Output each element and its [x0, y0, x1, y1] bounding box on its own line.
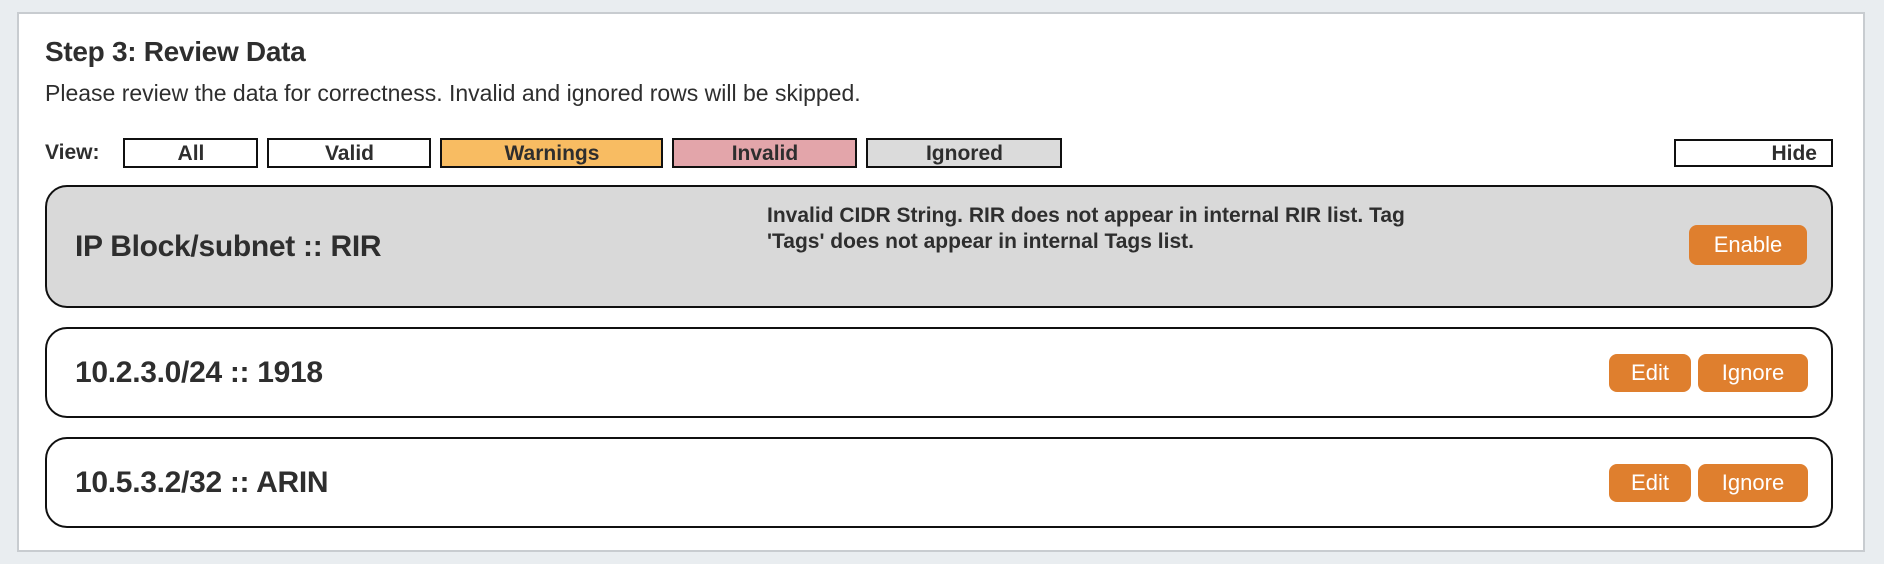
view-label: View: [45, 141, 100, 164]
header-row: IP Block/subnet :: RIR Invalid CIDR Stri… [45, 185, 1833, 308]
edit-button[interactable]: Edit [1609, 463, 1691, 502]
edit-button[interactable]: Edit [1609, 353, 1691, 392]
review-panel: Step 3: Review Data Please review the da… [17, 12, 1865, 552]
view-filter-valid[interactable]: Valid [267, 138, 432, 168]
header-row-label: IP Block/subnet :: RIR [75, 229, 382, 263]
view-filter-bar: View: All Valid Warnings Invalid Ignored… [45, 138, 1833, 168]
row-actions: Edit Ignore [1609, 463, 1808, 502]
data-row-label: 10.5.3.2/32 :: ARIN [75, 465, 329, 499]
hide-button[interactable]: Hide [1674, 139, 1833, 167]
row-actions: Edit Ignore [1609, 353, 1808, 392]
view-filter-warnings[interactable]: Warnings [440, 138, 664, 168]
header-row-warning: Invalid CIDR String. RIR does not appear… [767, 204, 1405, 253]
data-row: 10.2.3.0/24 :: 1918 Edit Ignore [45, 327, 1833, 418]
data-row: 10.5.3.2/32 :: ARIN Edit Ignore [45, 437, 1833, 528]
page-subtitle: Please review the data for correctness. … [45, 80, 861, 106]
view-filter-ignored[interactable]: Ignored [866, 138, 1063, 168]
page-title: Step 3: Review Data [45, 36, 306, 67]
enable-button[interactable]: Enable [1689, 225, 1807, 265]
ignore-button[interactable]: Ignore [1698, 353, 1808, 392]
data-row-label: 10.2.3.0/24 :: 1918 [75, 355, 323, 389]
view-filter-invalid[interactable]: Invalid [672, 138, 858, 168]
view-filter-all[interactable]: All [123, 138, 259, 168]
ignore-button[interactable]: Ignore [1698, 463, 1808, 502]
